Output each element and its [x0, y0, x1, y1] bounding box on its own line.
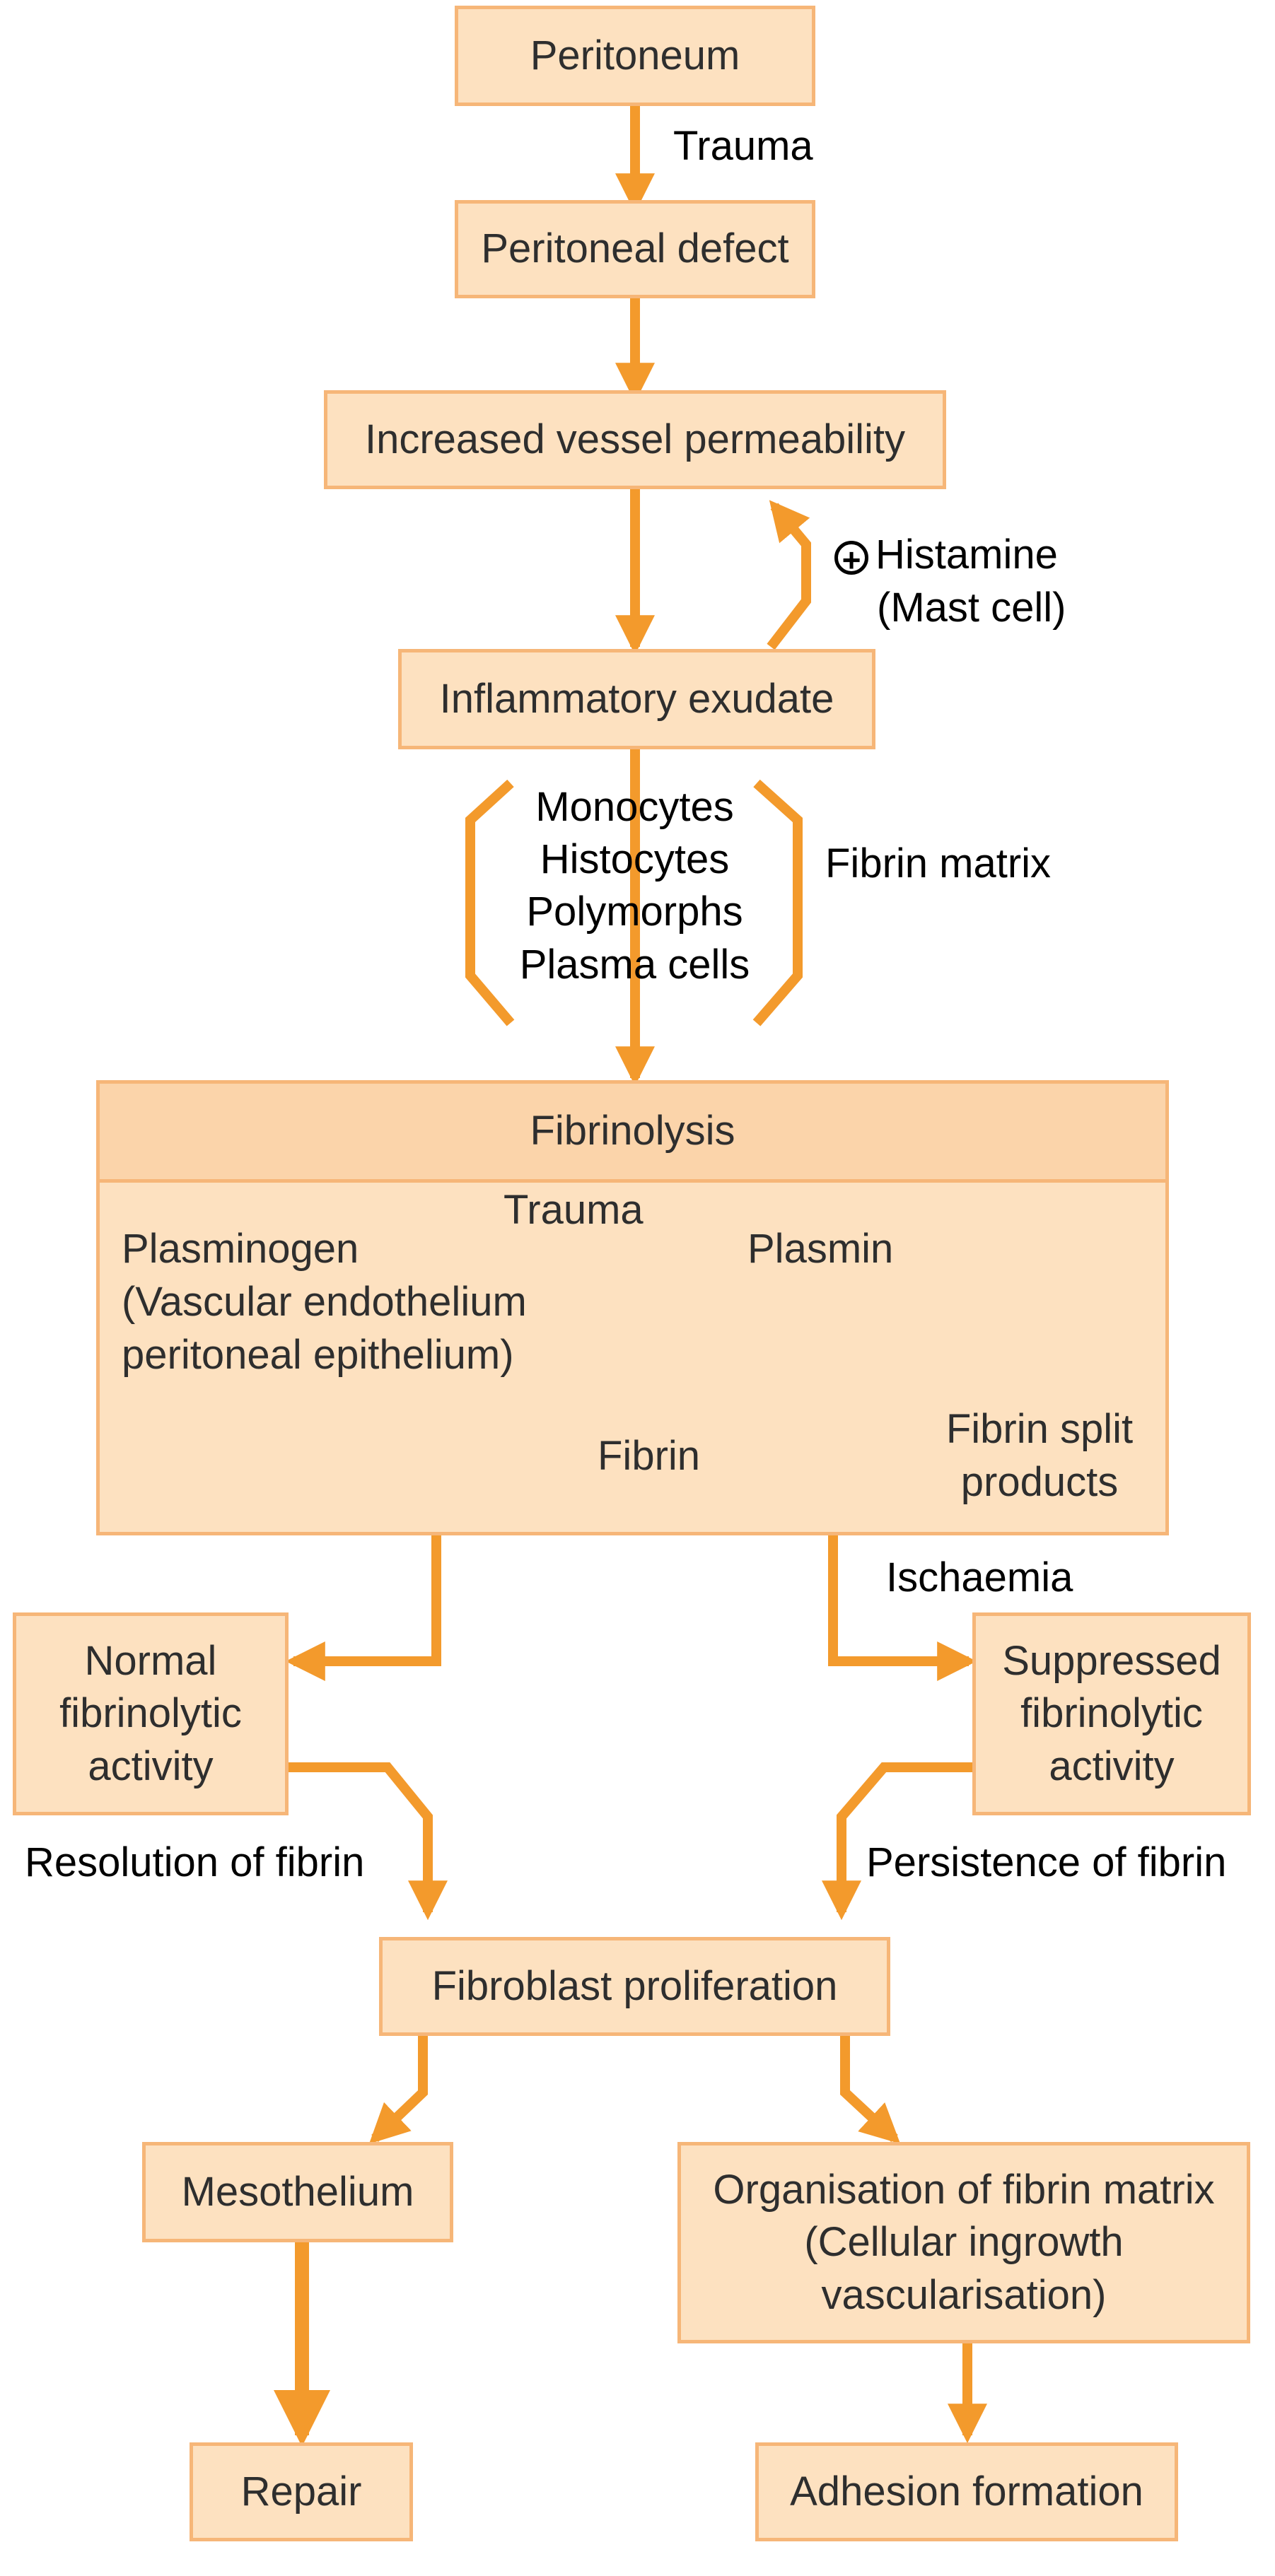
- normal-line-2: fibrinolytic: [59, 1690, 242, 1737]
- ischaemia-label: Ischaemia: [886, 1555, 1073, 1600]
- box-adhesion-formation: Adhesion formation: [755, 2442, 1178, 2541]
- arrow-fibroblast-to-mesothelium: [368, 2036, 428, 2144]
- box-suppressed-fibrinolytic: Suppressed fibrinolytic activity: [972, 1612, 1251, 1815]
- persistence-of-fibrin-label: Persistence of fibrin: [866, 1839, 1227, 1885]
- box-vessel-permeability-label: Increased vessel permeability: [364, 416, 906, 462]
- cell-histocytes: Histocytes: [540, 836, 730, 883]
- box-peritoneal-defect: Peritoneal defect: [455, 200, 815, 298]
- box-organisation: Organisation of fibrin matrix (Cellular …: [677, 2142, 1250, 2343]
- organisation-line-2: (Cellular ingrowth: [804, 2219, 1124, 2266]
- bracket-right: [752, 779, 803, 1026]
- plasminogen-source-1: (Vascular endothelium: [122, 1279, 527, 1325]
- suppressed-line-3: activity: [1049, 1743, 1175, 1789]
- box-mesothelium-label: Mesothelium: [181, 2168, 414, 2215]
- box-vessel-permeability: Increased vessel permeability: [324, 390, 946, 489]
- fibrin-matrix-label: Fibrin matrix: [825, 841, 1052, 886]
- plasminogen-label: Plasminogen: [122, 1226, 359, 1272]
- box-repair-label: Repair: [240, 2468, 362, 2514]
- box-normal-fibrinolytic: Normal fibrinolytic activity: [13, 1612, 289, 1815]
- box-peritoneum-label: Peritoneum: [530, 32, 740, 78]
- bracket-left: [465, 779, 515, 1026]
- fibrinolysis-header: Fibrinolysis: [100, 1084, 1165, 1183]
- arrow-to-normal-fibrinolytic: [285, 1535, 441, 1681]
- normal-line-1: Normal: [84, 1638, 217, 1685]
- suppressed-line-1: Suppressed: [1002, 1638, 1221, 1685]
- box-peritoneum: Peritoneum: [455, 6, 815, 106]
- box-inflammatory-exudate-label: Inflammatory exudate: [439, 675, 834, 722]
- cell-monocytes: Monocytes: [535, 784, 734, 830]
- box-fibrinolysis-panel: Fibrinolysis: [96, 1080, 1169, 1535]
- trauma-label: Trauma: [673, 123, 813, 169]
- plus-icon: +: [834, 540, 868, 576]
- panel-trauma-label: Trauma: [503, 1187, 644, 1233]
- cell-plasma-cells: Plasma cells: [519, 941, 750, 988]
- box-fibroblast-label: Fibroblast proliferation: [431, 1962, 838, 2009]
- organisation-line-1: Organisation of fibrin matrix: [713, 2167, 1215, 2213]
- box-adhesion-label: Adhesion formation: [790, 2468, 1143, 2514]
- box-repair: Repair: [190, 2442, 413, 2541]
- arrow-histamine-feedback: [767, 500, 811, 650]
- plasminogen-source-2: peritoneal epithelium): [122, 1332, 514, 1378]
- fibrin-label: Fibrin: [598, 1433, 701, 1479]
- resolution-of-fibrin-label: Resolution of fibrin: [25, 1839, 365, 1885]
- box-inflammatory-exudate: Inflammatory exudate: [398, 649, 875, 749]
- organisation-line-3: vascularisation): [821, 2271, 1107, 2318]
- fibrinolysis-title: Fibrinolysis: [530, 1108, 735, 1154]
- suppressed-line-2: fibrinolytic: [1020, 1690, 1203, 1737]
- box-mesothelium: Mesothelium: [142, 2142, 453, 2242]
- histamine-label: +Histamine: [834, 529, 1058, 581]
- arrow-to-suppressed-fibrinolytic: [828, 1535, 977, 1681]
- mast-cell-label: (Mast cell): [877, 585, 1066, 631]
- box-peritoneal-defect-label: Peritoneal defect: [481, 226, 789, 272]
- normal-line-3: activity: [88, 1743, 214, 1789]
- cell-polymorphs: Polymorphs: [526, 889, 743, 935]
- cell-list: Monocytes Histocytes Polymorphs Plasma c…: [453, 781, 817, 991]
- box-fibroblast-proliferation: Fibroblast proliferation: [379, 1937, 890, 2036]
- arrow-fibroblast-to-organisation: [840, 2036, 901, 2144]
- fibrin-split-products-2: products: [960, 1459, 1119, 1505]
- plasmin-label: Plasmin: [747, 1226, 894, 1272]
- fibrin-split-products-1: Fibrin split: [945, 1406, 1134, 1452]
- arrow-suppressed-to-fibroblast: [822, 1762, 976, 1921]
- arrow-normal-to-fibroblast: [289, 1762, 448, 1921]
- histamine-text: Histamine: [875, 532, 1058, 578]
